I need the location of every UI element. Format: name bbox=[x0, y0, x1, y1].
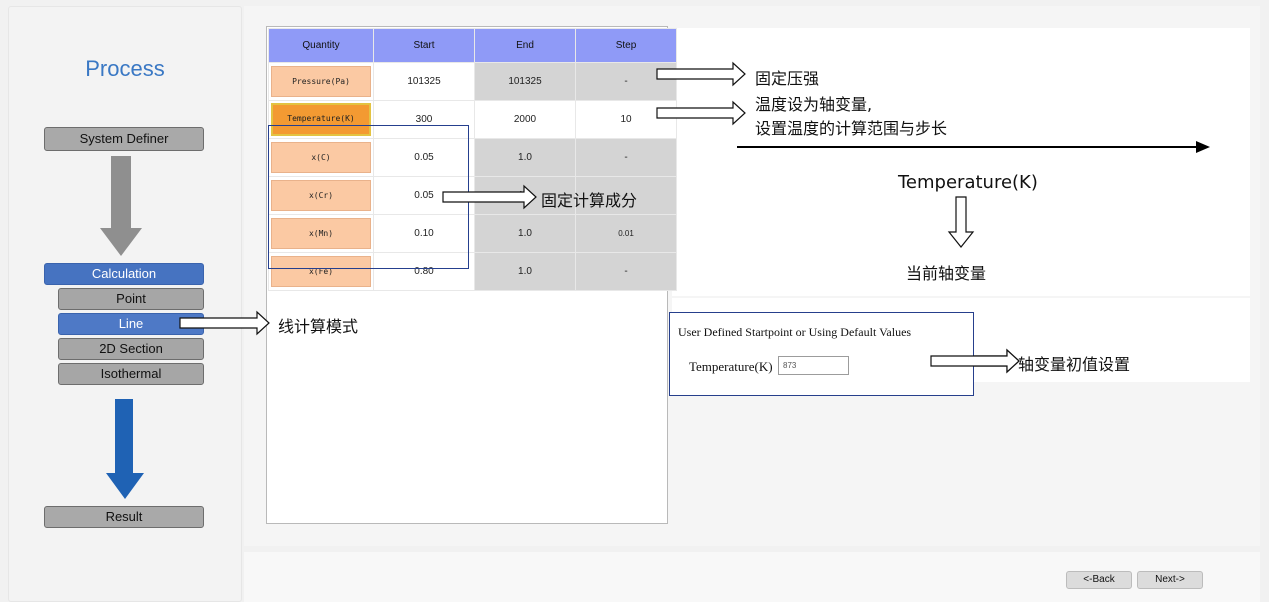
start-cell[interactable]: 0.10 bbox=[373, 214, 475, 253]
line-mode-note: 线计算模式 bbox=[278, 317, 359, 336]
column-header-end: End bbox=[474, 28, 576, 63]
table-row: Pressure(Pa) 101325 101325 - bbox=[268, 62, 677, 101]
point-button[interactable]: Point bbox=[58, 288, 204, 310]
quantity-label: Pressure(Pa) bbox=[271, 66, 371, 97]
quantity-cell[interactable]: x(Cr) bbox=[268, 176, 374, 215]
quantity-cell[interactable]: Temperature(K) bbox=[268, 100, 374, 139]
axis-variable-label: Temperature(K) bbox=[898, 172, 1038, 193]
table-header-row: Quantity Start End Step bbox=[268, 28, 677, 63]
end-cell: 1.0 bbox=[474, 252, 576, 291]
isothermal-button[interactable]: Isothermal bbox=[58, 363, 204, 385]
step-cell: 0.01 bbox=[575, 214, 677, 253]
next-button[interactable]: Next-> bbox=[1137, 571, 1203, 589]
quantity-label: x(C) bbox=[271, 142, 371, 173]
startpoint-temperature-label: Temperature(K) bbox=[689, 359, 773, 374]
step-cell: - bbox=[575, 62, 677, 101]
temp-axis-note-line1: 温度设为轴变量, bbox=[755, 95, 873, 114]
table-row: x(Fe) 0.80 1.0 - bbox=[268, 252, 677, 291]
quantity-label: x(Fe) bbox=[271, 256, 371, 287]
end-cell[interactable]: 2000 bbox=[474, 100, 576, 139]
start-cell[interactable]: 0.80 bbox=[373, 252, 475, 291]
composition-highlight-box bbox=[268, 125, 469, 269]
startpoint-temperature-input[interactable] bbox=[778, 356, 849, 375]
axis-init-arrow-overlay-icon bbox=[930, 348, 1020, 374]
end-cell: 101325 bbox=[474, 62, 576, 101]
startpoint-settings-box bbox=[669, 312, 974, 396]
step-cell[interactable]: 10 bbox=[575, 100, 677, 139]
column-header-quantity: Quantity bbox=[268, 28, 374, 63]
line-button[interactable]: Line bbox=[58, 313, 204, 335]
step-cell: - bbox=[575, 138, 677, 177]
column-header-step: Step bbox=[575, 28, 677, 63]
quantity-label: x(Mn) bbox=[271, 218, 371, 249]
quantity-label: Temperature(K) bbox=[271, 103, 371, 136]
quantity-cell[interactable]: Pressure(Pa) bbox=[268, 62, 374, 101]
start-cell[interactable]: 101325 bbox=[373, 62, 475, 101]
fixed-composition-note: 固定计算成分 bbox=[541, 191, 638, 210]
quantity-cell[interactable]: x(Fe) bbox=[268, 252, 374, 291]
end-cell: 1.0 bbox=[474, 138, 576, 177]
flow-arrow-down-blue-icon bbox=[106, 399, 144, 499]
quantity-cell[interactable]: x(C) bbox=[268, 138, 374, 177]
calculation-button[interactable]: Calculation bbox=[44, 263, 204, 285]
start-cell[interactable]: 0.05 bbox=[373, 138, 475, 177]
2d-section-button[interactable]: 2D Section bbox=[58, 338, 204, 360]
step-cell: - bbox=[575, 252, 677, 291]
axis-info-panel bbox=[672, 28, 1250, 296]
axis-init-note: 轴变量初值设置 bbox=[1018, 355, 1131, 374]
sidebar-title: Process bbox=[85, 56, 165, 81]
table-row: x(C) 0.05 1.0 - bbox=[268, 138, 677, 177]
quantity-label: x(Cr) bbox=[271, 180, 371, 211]
result-button[interactable]: Result bbox=[44, 506, 204, 528]
current-axis-note: 当前轴变量 bbox=[906, 264, 987, 283]
flow-arrow-down-icon bbox=[100, 156, 142, 256]
temp-axis-note-line2: 设置温度的计算范围与步长 bbox=[755, 119, 948, 138]
back-button[interactable]: <-Back bbox=[1066, 571, 1132, 589]
start-cell[interactable]: 300 bbox=[373, 100, 475, 139]
column-header-start: Start bbox=[373, 28, 475, 63]
fixed-pressure-note: 固定压强 bbox=[755, 69, 820, 88]
startpoint-title: User Defined Startpoint or Using Default… bbox=[678, 325, 912, 339]
quantity-cell[interactable]: x(Mn) bbox=[268, 214, 374, 253]
end-cell: 1.0 bbox=[474, 214, 576, 253]
table-row: Temperature(K) 300 2000 10 bbox=[268, 100, 677, 139]
system-definer-button[interactable]: System Definer bbox=[44, 127, 204, 151]
